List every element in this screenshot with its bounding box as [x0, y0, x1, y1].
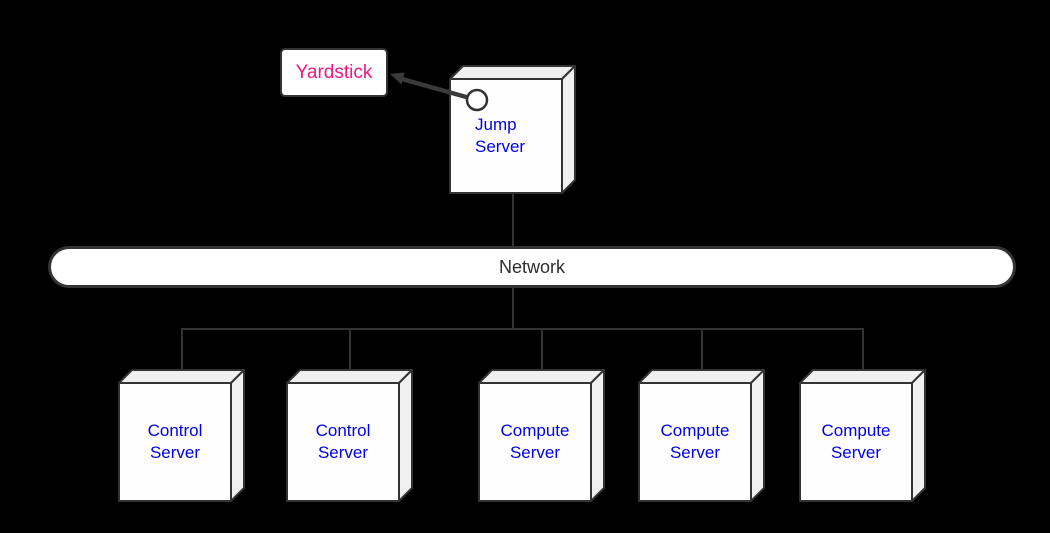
server-box-3d-icon — [799, 369, 926, 502]
server-box-3d-icon — [638, 369, 765, 502]
compute-server-2-label: Compute Server — [660, 421, 730, 462]
yardstick-box: Yardstick — [280, 48, 388, 97]
control-server-2-label: Control Server — [315, 421, 371, 462]
compute-server-1-label: Compute Server — [500, 421, 570, 462]
control-server-1-node: Control Server — [118, 369, 245, 502]
control-server-1-label: Control Server — [147, 421, 203, 462]
compute-server-2-node: Compute Server — [638, 369, 765, 502]
network-label: Network — [498, 256, 565, 277]
server-box-3d-icon — [286, 369, 413, 502]
control-server-2-node: Control Server — [286, 369, 413, 502]
server-box-3d-icon — [478, 369, 605, 502]
server-box-3d-icon — [118, 369, 245, 502]
yardstick-arrowhead-icon — [390, 72, 405, 85]
yardstick-label: Yardstick — [295, 61, 373, 83]
jump-server-node: Jump Server — [449, 65, 576, 194]
compute-server-1-node: Compute Server — [478, 369, 605, 502]
compute-server-3-label: Compute Server — [821, 421, 891, 462]
bus-line — [181, 328, 864, 370]
network-bus: Network — [48, 246, 1016, 288]
jump-server-label: Jump Server — [475, 115, 526, 156]
compute-server-3-node: Compute Server — [799, 369, 926, 502]
